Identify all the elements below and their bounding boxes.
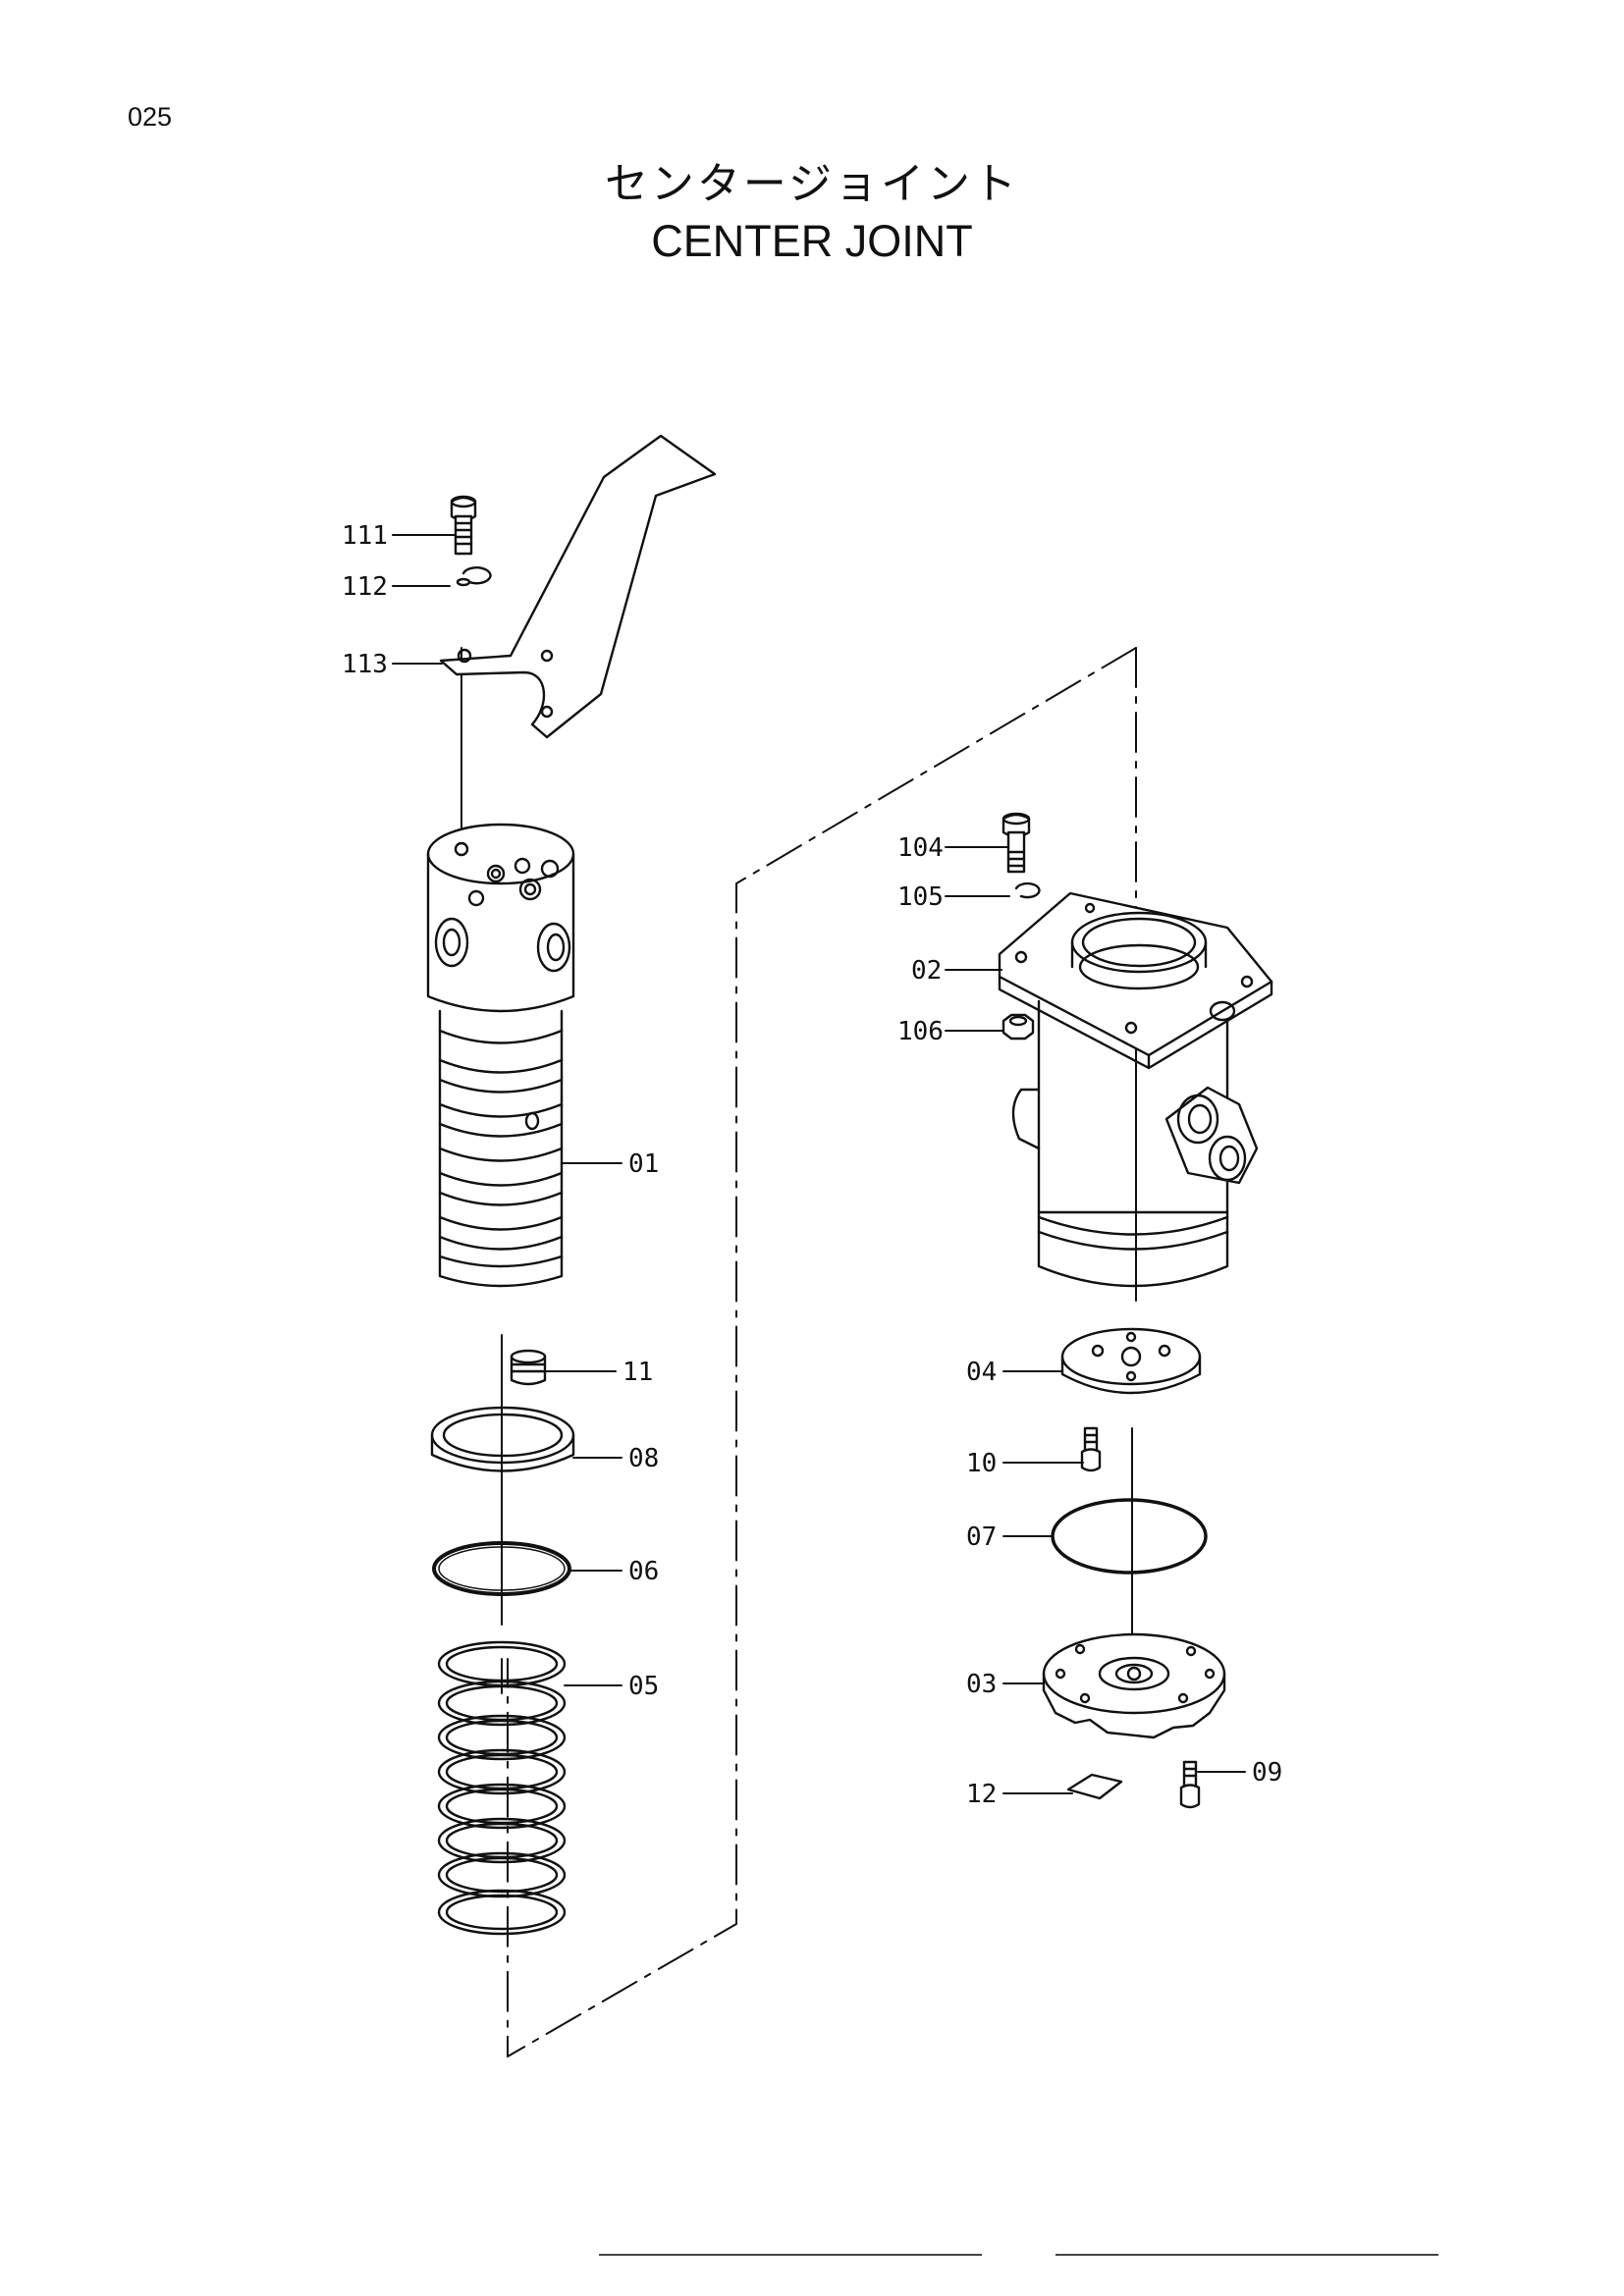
callout-08: 08 (628, 1444, 659, 1473)
callout-104: 104 (897, 833, 944, 863)
cover-03 (1042, 1632, 1226, 1739)
footer-rule-right (1056, 2254, 1438, 2256)
nut-106 (1001, 1013, 1035, 1041)
callout-11: 11 (623, 1358, 653, 1387)
callout-02: 02 (911, 956, 942, 986)
screw-10 (1080, 1426, 1102, 1472)
callout-113: 113 (342, 650, 388, 679)
washer-105 (1014, 881, 1041, 899)
ring-08 (430, 1406, 575, 1472)
seal-stack-05 (437, 1640, 567, 1936)
callout-01: 01 (628, 1149, 659, 1179)
plate-04 (1060, 1327, 1202, 1395)
callout-112: 112 (342, 572, 388, 602)
spindle-01 (426, 823, 575, 1288)
title-japanese: センタージョイント (604, 159, 1020, 209)
callout-12: 12 (966, 1780, 997, 1809)
footer-rule-left (599, 2254, 982, 2256)
housing-02 (998, 891, 1273, 1288)
callout-07: 07 (966, 1522, 997, 1552)
callout-03: 03 (966, 1670, 997, 1699)
callout-105: 105 (897, 882, 944, 912)
callout-111: 111 (342, 521, 388, 551)
plug-11 (510, 1349, 547, 1386)
callout-05: 05 (628, 1672, 659, 1701)
part-callouts: 111 112 113 01 11 08 06 05 104 105 02 10… (342, 521, 1282, 1809)
screw-09 (1179, 1760, 1201, 1809)
phantom-assembly-line (507, 647, 1137, 2057)
title-english: CENTER JOINT (651, 216, 973, 266)
callout-09: 09 (1252, 1758, 1282, 1788)
bolt-111 (450, 495, 477, 556)
leader-lines (392, 534, 1246, 1794)
callout-106: 106 (897, 1017, 944, 1046)
o-ring-07 (1051, 1498, 1208, 1575)
bolt-104 (1001, 812, 1031, 874)
callout-04: 04 (966, 1358, 997, 1387)
nameplate-12 (1066, 1773, 1123, 1800)
title-block: センタージョイント CENTER JOINT (0, 157, 1624, 269)
o-ring-06 (432, 1541, 571, 1596)
callout-06: 06 (628, 1557, 659, 1586)
washer-112 (456, 566, 492, 587)
bracket-113 (439, 434, 717, 739)
page-number: 025 (128, 102, 173, 132)
callout-10: 10 (966, 1449, 997, 1478)
